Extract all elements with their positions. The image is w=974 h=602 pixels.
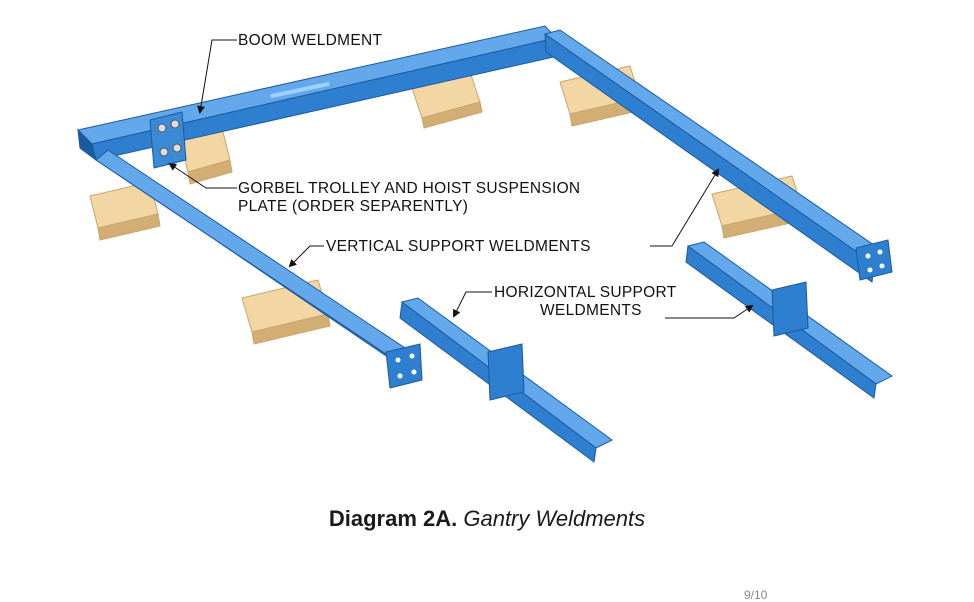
vertical-support-right [543, 29, 893, 283]
wood-block [89, 181, 161, 241]
caption-title: Gantry Weldments [463, 506, 646, 531]
callout-trolley-line2: PLATE (ORDER SEPARENTLY) [238, 198, 469, 215]
figure-caption: Diagram 2A. Gantry Weldments [0, 506, 974, 532]
callout-horizontal-line2: WELDMENTS [540, 302, 642, 319]
callout-trolley-line1: GORBEL TROLLEY AND HOIST SUSPENSION [238, 180, 581, 197]
leader-lines [168, 39, 754, 319]
callout-horizontal-line1: HORIZONTAL SUPPORT [494, 284, 677, 301]
callout-vertical: VERTICAL SUPPORT WELDMENTS [326, 238, 591, 255]
callout-boom: BOOM WELDMENT [238, 32, 383, 49]
trolley-plate [149, 111, 187, 169]
page-number-fragment: 9/10 [744, 588, 768, 602]
vertical-support-left [79, 147, 423, 389]
horizontal-support-right [685, 241, 893, 399]
caption-number: Diagram 2A. [328, 506, 458, 531]
horizontal-support-middle [399, 297, 613, 463]
